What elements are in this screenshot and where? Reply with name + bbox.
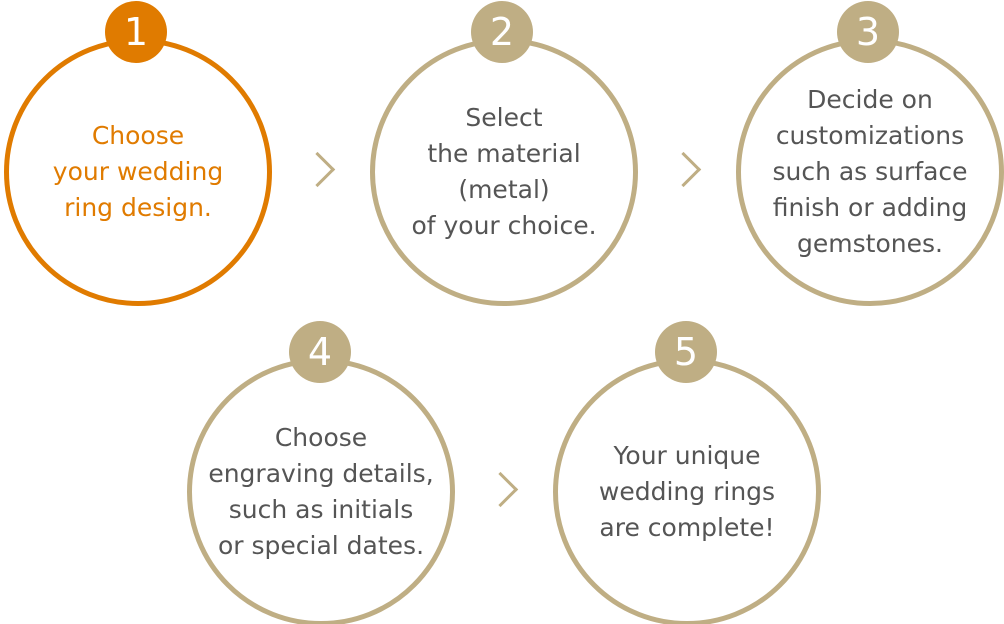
step-3-circle: Decide on customizations such as surface… — [736, 38, 1004, 306]
step-3-badge: 3 — [837, 1, 899, 63]
step-4-text: Choose engraving details, such as initia… — [208, 423, 434, 560]
step-1-text: Choose your wedding ring design. — [52, 121, 224, 222]
step-4-circle: Choose engraving details, such as initia… — [187, 358, 455, 624]
chevron-right-icon — [482, 471, 519, 508]
step-2-circle: Select the material (metal) of your choi… — [370, 38, 638, 306]
step-1-badge: 1 — [105, 1, 167, 63]
step-3-text: Decide on customizations such as surface… — [772, 85, 968, 258]
chevron-right-icon — [299, 151, 336, 188]
step-2-badge: 2 — [471, 1, 533, 63]
step-5-circle: Your unique wedding rings are complete! — [553, 358, 821, 624]
step-5-text: Your unique wedding rings are complete! — [598, 441, 776, 542]
step-4-badge: 4 — [289, 321, 351, 383]
step-2-text: Select the material (metal) of your choi… — [411, 103, 597, 240]
chevron-right-icon — [665, 151, 702, 188]
step-1-circle: Choose your wedding ring design. — [4, 38, 272, 306]
step-5-badge: 5 — [655, 321, 717, 383]
